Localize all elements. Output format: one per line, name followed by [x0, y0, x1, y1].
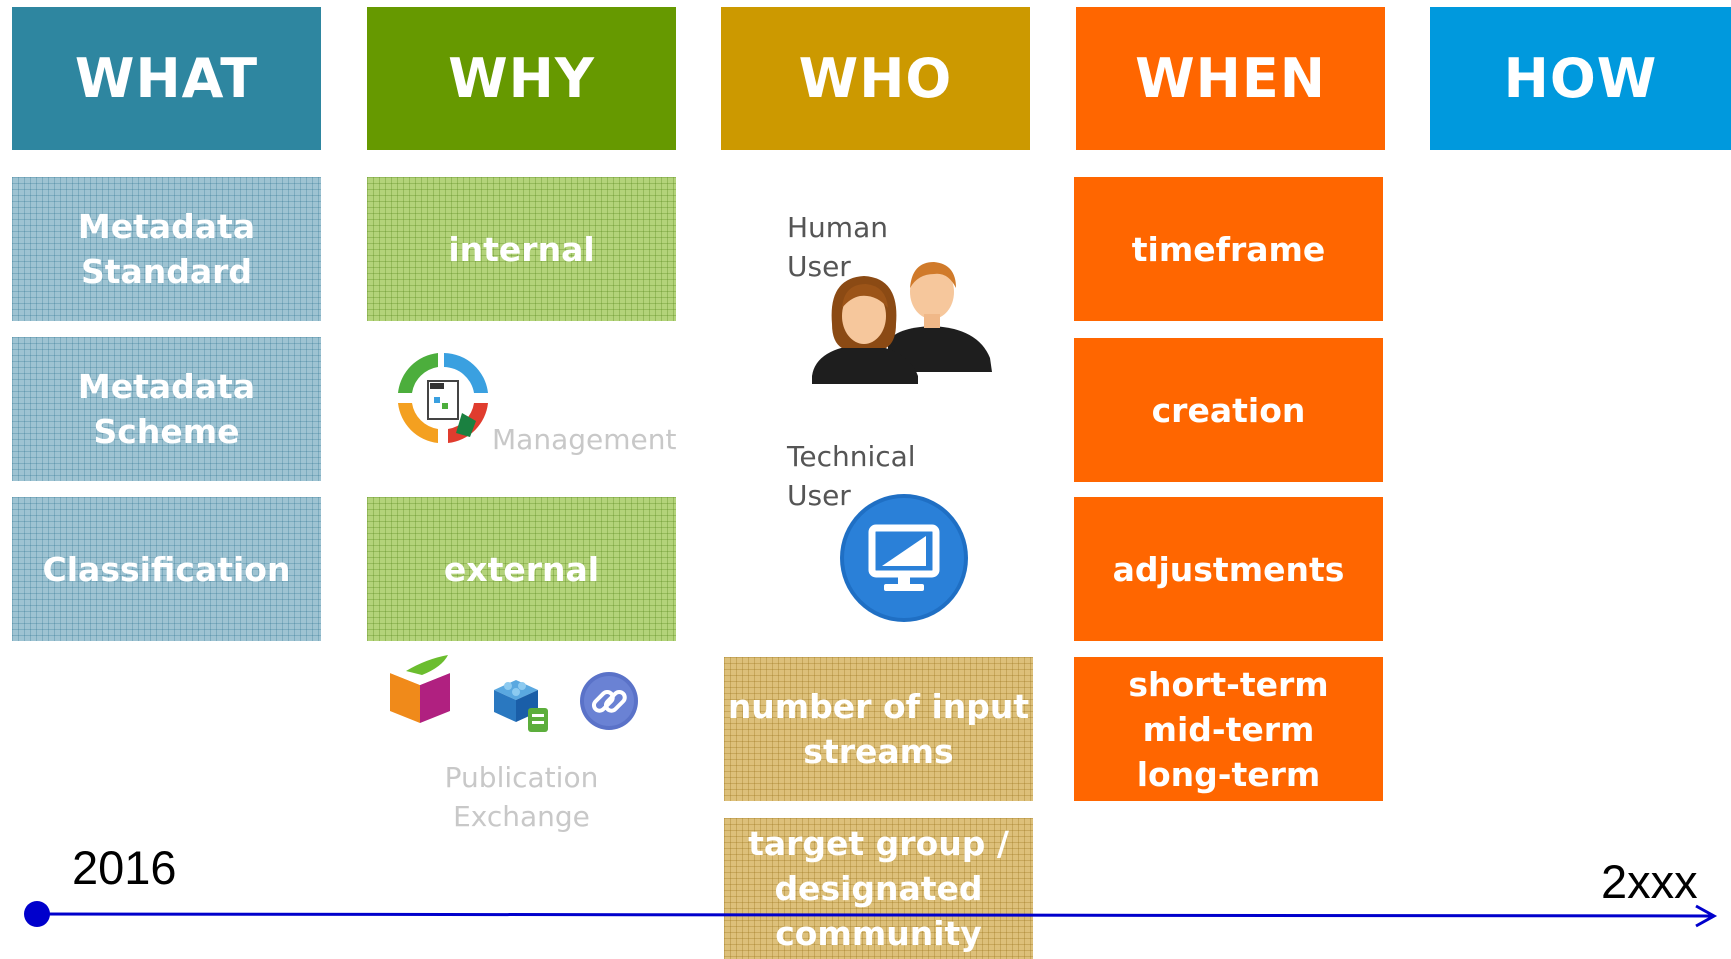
when-box-timeframe: timeframe	[1074, 177, 1383, 321]
what-box-classification: Classification	[12, 497, 321, 641]
why-box-external: external	[367, 497, 676, 641]
when-box-terms: short-term mid-term long-term	[1074, 657, 1383, 801]
when-box-adjustments: adjustments	[1074, 497, 1383, 641]
management-label: Management	[492, 423, 677, 456]
link-icon	[580, 672, 638, 730]
timeline-start-label: 2016	[72, 841, 177, 894]
header-who: WHO	[721, 7, 1030, 150]
what-box-metadata-scheme: Metadata Scheme	[12, 337, 321, 481]
technical-user-label: Technical User	[787, 440, 916, 512]
what-box-metadata-standard: Metadata Standard	[12, 177, 321, 321]
header-what: WHAT	[12, 7, 321, 150]
timeline-end-label: 2xxx	[1601, 855, 1698, 908]
timeline-arrow	[24, 901, 1718, 928]
header-how: HOW	[1430, 7, 1731, 150]
users-icon	[812, 262, 992, 384]
header-why: WHY	[367, 7, 676, 150]
why-box-internal: internal	[367, 177, 676, 321]
who-box-target-group: target group / designated community	[724, 818, 1033, 959]
blocks-icon	[494, 680, 548, 732]
cube-icon	[390, 655, 450, 723]
when-box-creation: creation	[1074, 338, 1383, 482]
management-icon	[398, 353, 488, 443]
human-user-label: Human User	[787, 211, 888, 283]
header-when: WHEN	[1076, 7, 1385, 150]
publication-exchange-label: Publication Exchange	[444, 761, 599, 833]
who-box-input-streams: number of input streams	[724, 657, 1033, 801]
monitor-icon	[840, 494, 968, 622]
